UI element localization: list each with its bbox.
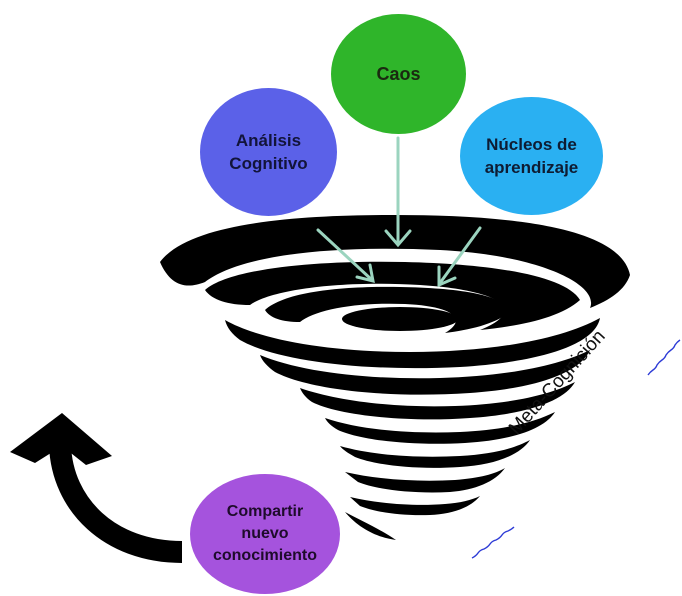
node-nucleos-label: Núcleos de aprendizaje (485, 133, 579, 179)
node-analisis-cognitivo: Análisis Cognitivo (200, 88, 337, 216)
node-analisis-label: Análisis Cognitivo (229, 129, 307, 175)
node-nucleos-aprendizaje: Núcleos de aprendizaje (460, 97, 603, 215)
node-caos-label: Caos (376, 63, 420, 86)
node-compartir-conocimiento: Compartir nuevo conocimiento (190, 474, 340, 594)
node-compartir-label: Compartir nuevo conocimiento (213, 501, 317, 567)
curved-arrow-icon (10, 413, 182, 552)
node-caos: Caos (331, 14, 466, 134)
